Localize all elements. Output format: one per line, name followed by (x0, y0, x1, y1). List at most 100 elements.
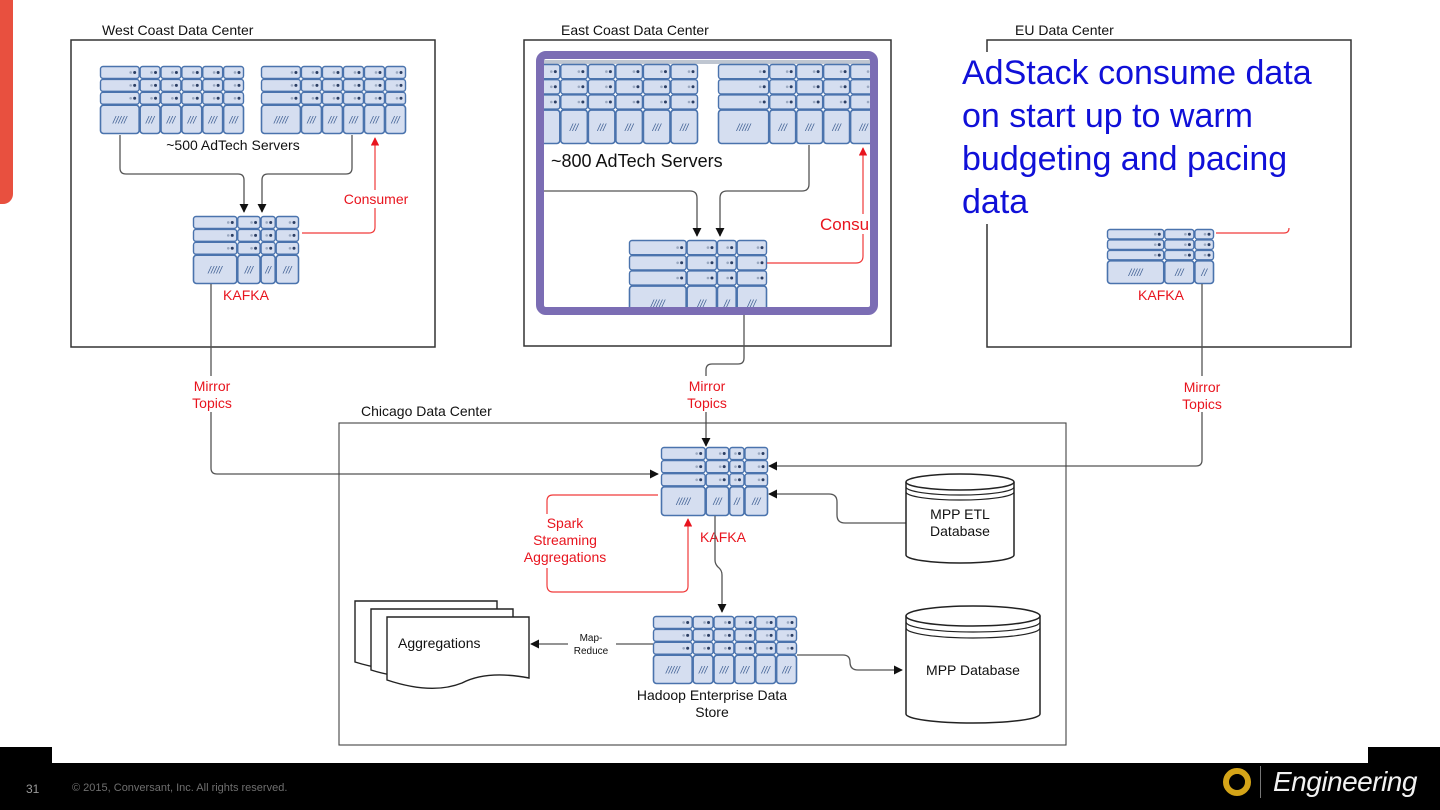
hadoop-label-2: Store (695, 704, 729, 720)
server-unit (1164, 249, 1195, 261)
mpp-etl-to-kafka-arrow (768, 489, 906, 524)
svg-text:///: /// (228, 115, 239, 126)
server-unit (237, 228, 261, 243)
east-rack1-to-kafka-arrow (540, 190, 702, 237)
server-drive-bay (795, 109, 824, 145)
server-unit (260, 65, 302, 80)
callout-annotation: AdStack consume data on start up to warm… (962, 52, 1342, 224)
server-unit (734, 641, 756, 655)
server-unit (713, 628, 735, 643)
server-unit (139, 91, 161, 105)
server-unit (192, 241, 238, 255)
svg-text:///: /// (390, 115, 401, 126)
server-unit (275, 215, 300, 230)
server-unit (363, 78, 386, 93)
mirror-topics-flows: Mirror Topics Mirror Topics Mirror Topic… (186, 284, 1228, 479)
spark-label-3: Aggregations (524, 549, 607, 565)
server-unit (99, 91, 140, 105)
svg-text:///: /// (596, 123, 607, 134)
server-unit (736, 239, 768, 256)
svg-text://: // (723, 299, 731, 310)
hadoop-rack: //////////////////// (652, 615, 798, 685)
server-unit (321, 78, 344, 93)
mapreduce-label-bg (568, 630, 616, 658)
server-unit (139, 65, 161, 80)
eu-kafka-rack: ////////// (1106, 228, 1215, 285)
server-unit (795, 78, 824, 95)
server-unit (670, 63, 699, 80)
server-drive-bay (99, 104, 140, 135)
server-drive-bay (744, 486, 769, 517)
server-drive-bay (384, 104, 407, 135)
server-unit (363, 65, 386, 80)
server-drive-bay (300, 104, 323, 135)
page-number: 31 (26, 782, 40, 796)
server-unit (160, 91, 182, 105)
eu-dc-title: EU Data Center (1015, 22, 1114, 38)
svg-text://///: ///// (1128, 268, 1144, 279)
west-coast-data-center: West Coast Data Center /////////////////… (70, 22, 436, 348)
west-rack1-to-kafka-arrow (119, 135, 249, 213)
west-mirror-label-bg (186, 376, 238, 412)
server-unit (615, 94, 644, 110)
server-drive-bay (734, 654, 756, 685)
svg-text:///: /// (624, 123, 635, 134)
server-drive-bay (222, 104, 245, 135)
server-unit (822, 63, 851, 80)
footer-left-tab (0, 747, 52, 763)
server-unit (769, 63, 797, 80)
server-drive-bay (615, 109, 644, 145)
server-unit (222, 78, 245, 93)
east-rack2-to-kafka-arrow (715, 145, 810, 237)
server-unit (192, 215, 238, 230)
server-drive-bay (560, 109, 589, 145)
footer-right-tab (1368, 747, 1440, 763)
server-unit (260, 228, 276, 243)
svg-text://: // (733, 497, 741, 508)
logo-separator (1260, 766, 1261, 798)
server-unit (686, 239, 718, 256)
server-unit (222, 91, 245, 105)
west-consumer-label-bg (338, 190, 414, 208)
svg-text:///: /// (712, 497, 723, 508)
server-unit (300, 65, 323, 80)
svg-text://: // (264, 265, 272, 276)
server-unit (705, 446, 730, 461)
server-unit (300, 91, 323, 105)
server-unit (628, 270, 687, 286)
server-unit (652, 628, 693, 643)
server-unit (628, 239, 687, 256)
server-unit (755, 641, 777, 655)
server-unit (560, 63, 589, 80)
server-unit (686, 254, 718, 271)
server-unit (660, 459, 706, 474)
chicago-data-center: Chicago Data Center ///////////// KAFKA … (338, 403, 1067, 746)
server-unit (775, 628, 798, 643)
server-drive-bay (181, 104, 203, 135)
west-kafka-rack: ///////////// (192, 215, 300, 285)
svg-text://///: ///// (650, 299, 666, 310)
server-unit (728, 446, 745, 461)
copyright-text: © 2015, Conversant, Inc. All rights rese… (72, 782, 288, 794)
kafka-to-hadoop-arrow (714, 516, 727, 613)
svg-text:///: /// (282, 265, 293, 276)
mpp-db-label: MPP Database (926, 662, 1020, 678)
server-drive-bay (754, 654, 777, 685)
server-unit (728, 473, 745, 487)
hadoop-to-mpp-db-arrow (797, 654, 903, 675)
chicago-kafka-label: KAFKA (700, 529, 747, 545)
server-drive-bay (260, 104, 302, 135)
east-dc-title: East Coast Data Center (561, 22, 709, 38)
svg-text:///: /// (751, 497, 762, 508)
spark-label-1: Spark (547, 515, 585, 531)
server-unit (775, 641, 798, 655)
svg-text:///: /// (698, 665, 709, 676)
svg-text://///: ///// (273, 115, 289, 126)
server-drive-bay (363, 104, 386, 135)
svg-text:///: /// (697, 299, 708, 310)
server-unit (384, 91, 407, 105)
server-drive-bay (537, 109, 561, 145)
west-mirror-label-1: Mirror (194, 378, 231, 394)
server-drive-bay (160, 104, 182, 135)
